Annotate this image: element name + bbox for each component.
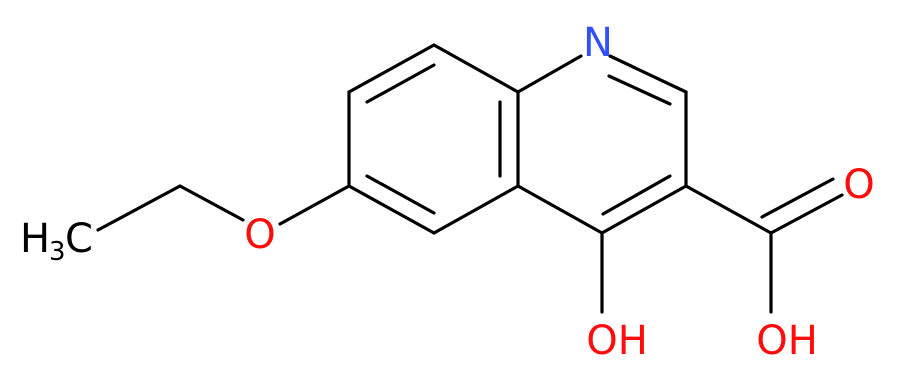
bond-c6-c5 xyxy=(347,184,436,235)
bond-c4-c4a xyxy=(516,184,604,235)
bond-n-c2 xyxy=(608,54,688,94)
bond-c8a-n xyxy=(516,54,583,94)
nitrogen-label: N xyxy=(583,20,613,66)
bond-c3-cooh xyxy=(684,184,773,235)
ether-oxygen-label: O xyxy=(244,212,275,258)
bond-set xyxy=(96,43,844,314)
methyl-h-label: H xyxy=(20,216,50,262)
bond-c8-c7-inner xyxy=(365,63,436,104)
bond-ch2-ch3 xyxy=(96,184,182,232)
bond-c5-c4a xyxy=(432,184,520,235)
methyl-label: H 3 C xyxy=(20,216,93,267)
bond-c3-c4-inner xyxy=(601,174,672,216)
bond-o-ch2 xyxy=(178,184,245,222)
ring-hydroxyl-label: OH xyxy=(586,318,648,364)
methyl-subscript-label: 3 xyxy=(49,237,66,267)
bond-cooh-co-second xyxy=(760,177,835,219)
carbonyl-oxygen-label: O xyxy=(843,162,874,208)
bond-c8a-c8 xyxy=(432,43,520,94)
bond-cooh-co xyxy=(769,193,844,235)
atom-labels: N O O OH OH H 3 C xyxy=(20,20,875,364)
methyl-c-label: C xyxy=(65,216,93,262)
bond-c6-o xyxy=(278,184,351,226)
bond-n-c2-inner xyxy=(607,74,672,106)
bond-c3-c4 xyxy=(600,184,688,235)
bond-c8-c7 xyxy=(347,43,436,94)
bond-c6-c5-inner xyxy=(365,174,436,215)
acid-hydroxyl-label: OH xyxy=(756,318,818,364)
